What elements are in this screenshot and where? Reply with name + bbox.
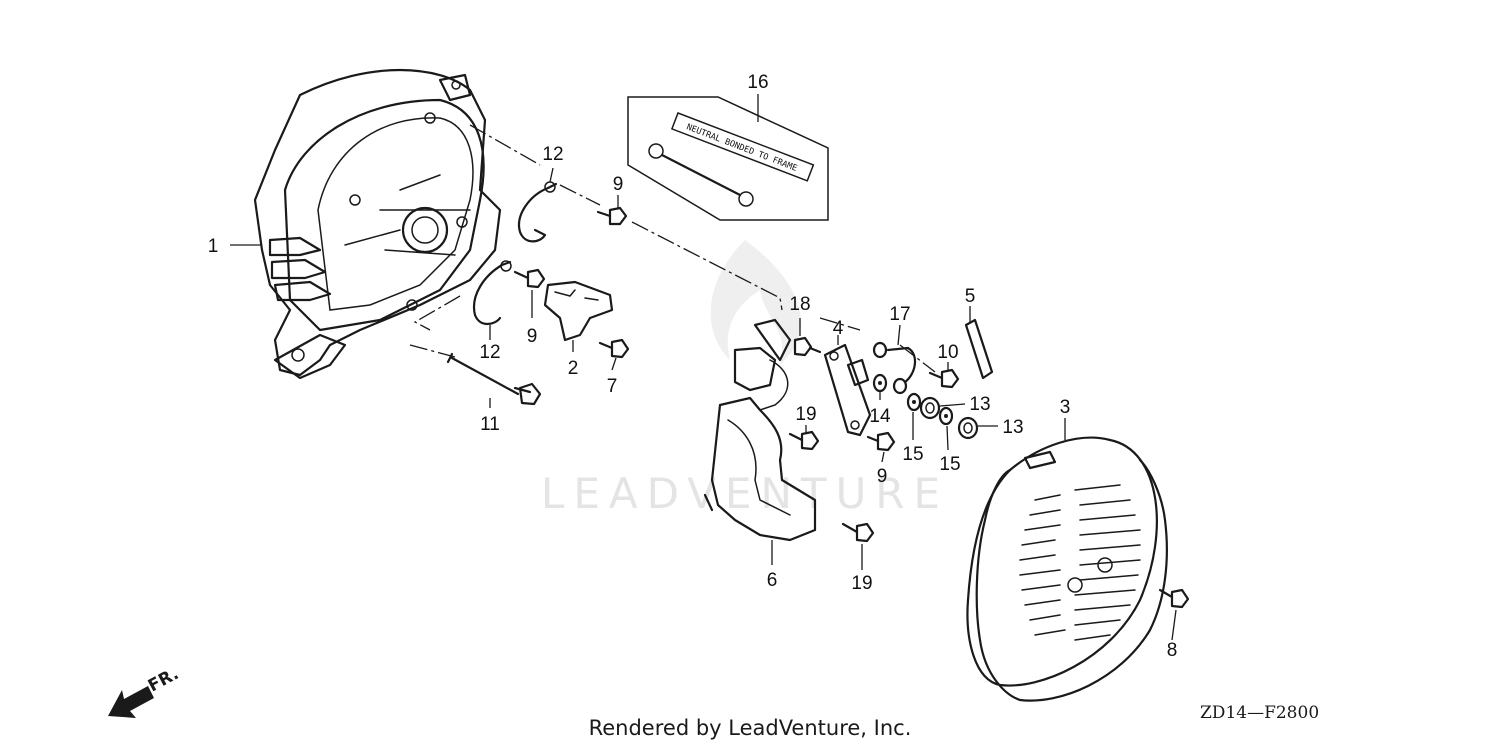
part-bolt-19-lower <box>841 522 875 570</box>
part-washer-15-a <box>906 392 922 440</box>
callout-6: 6 <box>767 570 778 591</box>
part-brush-holder <box>543 280 614 352</box>
drawing-code: ZD14—F2800 <box>1200 703 1320 723</box>
part-bolt-19-upper <box>788 425 820 451</box>
callout-8: 8 <box>1167 640 1178 661</box>
kit-label: NEUTRAL BONDED TO FRAME <box>685 122 798 174</box>
callout-9-center: 9 <box>877 466 888 487</box>
part-fan-cover <box>230 68 502 380</box>
callout-19-lower: 19 <box>851 573 872 594</box>
callout-13-lower: 13 <box>1002 417 1023 438</box>
part-wire-clip-lower <box>472 260 512 340</box>
part-bolt-9-center <box>866 431 896 463</box>
callout-10: 10 <box>937 342 958 363</box>
callout-labels: 1 12 9 16 12 9 2 7 11 18 4 17 5 10 14 13… <box>208 72 1178 661</box>
part-nut-13-b <box>957 416 998 440</box>
part-ground-wire <box>872 324 917 395</box>
callout-9-left: 9 <box>527 326 538 347</box>
part-bolt-10 <box>928 362 960 389</box>
callout-11: 11 <box>480 414 500 435</box>
part-strip <box>964 306 994 380</box>
callout-19-upper: 19 <box>795 404 816 425</box>
part-bolt-7 <box>598 338 630 371</box>
part-washer-15-b <box>938 406 954 451</box>
callout-7: 7 <box>607 376 618 397</box>
callout-4: 4 <box>833 318 844 339</box>
callout-17: 17 <box>889 304 910 325</box>
front-arrow-icon <box>108 686 154 718</box>
callout-12-upper: 12 <box>542 144 563 165</box>
part-bolt-8 <box>1158 588 1190 641</box>
callout-16: 16 <box>747 72 768 93</box>
watermark: LEADVENTURE <box>541 240 949 518</box>
part-wire-clip-upper <box>517 167 558 243</box>
footer-credit: Rendered by LeadVenture, Inc. <box>588 716 912 740</box>
callout-14: 14 <box>869 406 891 427</box>
callout-2: 2 <box>568 358 579 379</box>
part-bolt-11 <box>446 352 542 408</box>
part-bolt-18 <box>793 318 822 357</box>
alignment-lines <box>409 124 936 373</box>
part-washer-14 <box>872 373 888 400</box>
callout-13-upper: 13 <box>969 394 990 415</box>
callout-18: 18 <box>789 294 810 315</box>
callout-15-a: 15 <box>902 444 923 465</box>
watermark-flame-icon <box>710 240 802 365</box>
watermark-text: LEADVENTURE <box>541 469 949 518</box>
front-direction-indicator: FR. <box>108 664 182 718</box>
part-neutral-bond-kit: NEUTRAL BONDED TO FRAME <box>627 94 829 221</box>
part-terminal-plate <box>823 335 872 437</box>
callout-3: 3 <box>1060 397 1071 418</box>
part-bolt-9-left <box>513 268 546 318</box>
callout-5: 5 <box>965 286 976 307</box>
callout-1: 1 <box>208 236 219 257</box>
part-nut-13-a <box>919 396 966 420</box>
callout-12-lower: 12 <box>479 342 500 363</box>
callout-15-b: 15 <box>939 454 960 475</box>
part-end-cover <box>966 418 1168 702</box>
part-bolt-9-upper <box>596 195 628 226</box>
callout-9-upper: 9 <box>613 174 624 195</box>
part-brush-cover <box>703 318 817 565</box>
